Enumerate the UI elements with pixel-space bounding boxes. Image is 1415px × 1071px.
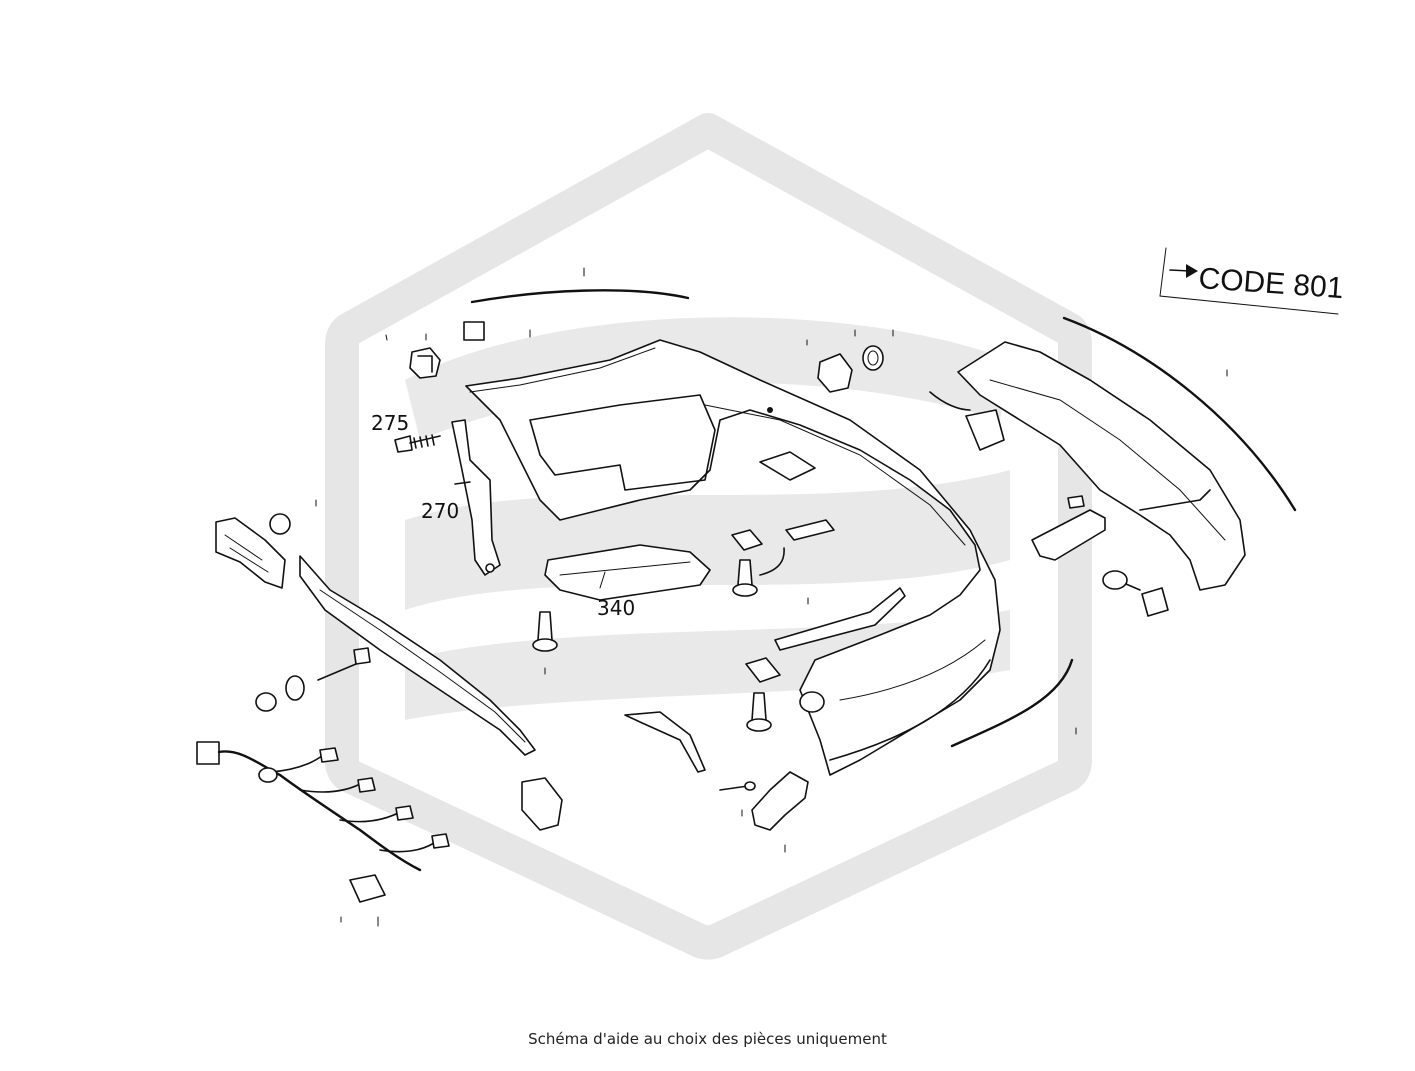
bracket-part xyxy=(751,771,809,831)
screw-part xyxy=(1102,570,1128,590)
callout-275: 275 xyxy=(371,411,409,435)
code-label: CODE 801 xyxy=(1198,262,1345,305)
clip-part xyxy=(785,519,835,541)
clip-part xyxy=(745,657,781,683)
washer-part xyxy=(285,675,305,701)
left-side-bracket xyxy=(215,517,286,589)
wiring-harness xyxy=(196,741,450,872)
diffuser xyxy=(957,341,1246,591)
guide-rail xyxy=(299,555,536,756)
bracket-part xyxy=(1031,509,1106,561)
code-tag: CODE 801 xyxy=(1159,247,1345,315)
upper-trim-strip xyxy=(470,289,690,304)
bracket-270 xyxy=(451,419,501,576)
callout-340: 340 xyxy=(597,596,635,620)
clip-part xyxy=(1067,495,1085,509)
nut-part xyxy=(255,692,277,712)
shield-340 xyxy=(544,544,711,601)
callout-270: 270 xyxy=(421,499,459,523)
sensor-holder xyxy=(409,347,441,379)
clip-part xyxy=(349,874,386,903)
bumper-cover xyxy=(465,339,1001,776)
caption-text: Schéma d'aide au choix des pièces unique… xyxy=(528,1030,887,1048)
guide-strip xyxy=(774,587,906,651)
side-trim-strip xyxy=(1062,316,1297,512)
lower-trim-strip xyxy=(950,658,1074,748)
clip-part xyxy=(463,321,485,341)
bracket-part xyxy=(521,777,563,831)
bolt-part xyxy=(317,663,357,681)
bracket-part xyxy=(965,409,1005,451)
clip-part xyxy=(1141,587,1169,617)
flap-part xyxy=(624,711,706,773)
nut-part xyxy=(799,691,825,713)
watermark-logo xyxy=(325,113,1092,960)
screw-parts xyxy=(532,547,785,732)
nut-part xyxy=(269,513,291,535)
reference-ticks xyxy=(315,329,1228,927)
bolt-275 xyxy=(394,434,441,453)
parking-sensor xyxy=(817,345,884,393)
clip-part xyxy=(731,529,763,551)
